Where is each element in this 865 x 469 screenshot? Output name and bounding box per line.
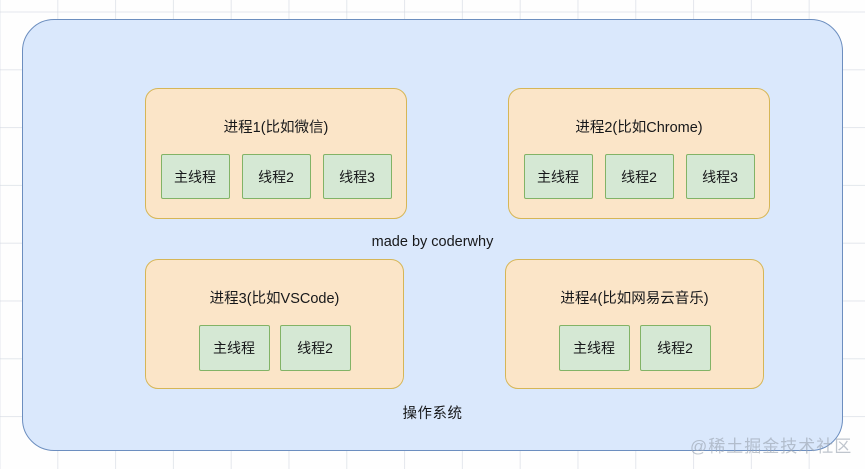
process-box-2[interactable]: 进程2(比如Chrome) 主线程 线程2 线程3 [508,88,770,219]
process-2-thread-list: 主线程 线程2 线程3 [509,154,769,199]
watermark-label: @稀土掘金技术社区 [690,437,853,456]
process-box-4[interactable]: 进程4(比如网易云音乐) 主线程 线程2 [505,259,764,389]
thread-box-2[interactable]: 线程2 [241,154,311,199]
thread-box-2[interactable]: 线程2 [604,154,674,199]
thread-box-2[interactable]: 线程2 [639,325,711,371]
thread-box-main[interactable]: 主线程 [160,154,230,199]
operating-system-container: 进程1(比如微信) 主线程 线程2 线程3 进程2(比如Chrome) 主线程 … [22,19,843,451]
process-4-thread-list: 主线程 线程2 [506,325,763,371]
process-box-1[interactable]: 进程1(比如微信) 主线程 线程2 线程3 [145,88,407,219]
thread-box-3[interactable]: 线程3 [322,154,392,199]
thread-box-2[interactable]: 线程2 [279,325,351,371]
process-box-3[interactable]: 进程3(比如VSCode) 主线程 线程2 [145,259,404,389]
thread-box-main[interactable]: 主线程 [558,325,630,371]
credit-label: made by coderwhy [371,234,494,250]
operating-system-label: 操作系统 [402,406,463,422]
process-4-title: 进程4(比如网易云音乐) [560,291,709,307]
process-2-title: 进程2(比如Chrome) [575,120,703,136]
thread-box-3[interactable]: 线程3 [685,154,755,199]
process-3-thread-list: 主线程 线程2 [146,325,403,371]
thread-box-main[interactable]: 主线程 [198,325,270,371]
process-3-title: 进程3(比如VSCode) [209,291,340,307]
thread-box-main[interactable]: 主线程 [523,154,593,199]
process-1-thread-list: 主线程 线程2 线程3 [146,154,406,199]
process-1-title: 进程1(比如微信) [223,120,329,136]
